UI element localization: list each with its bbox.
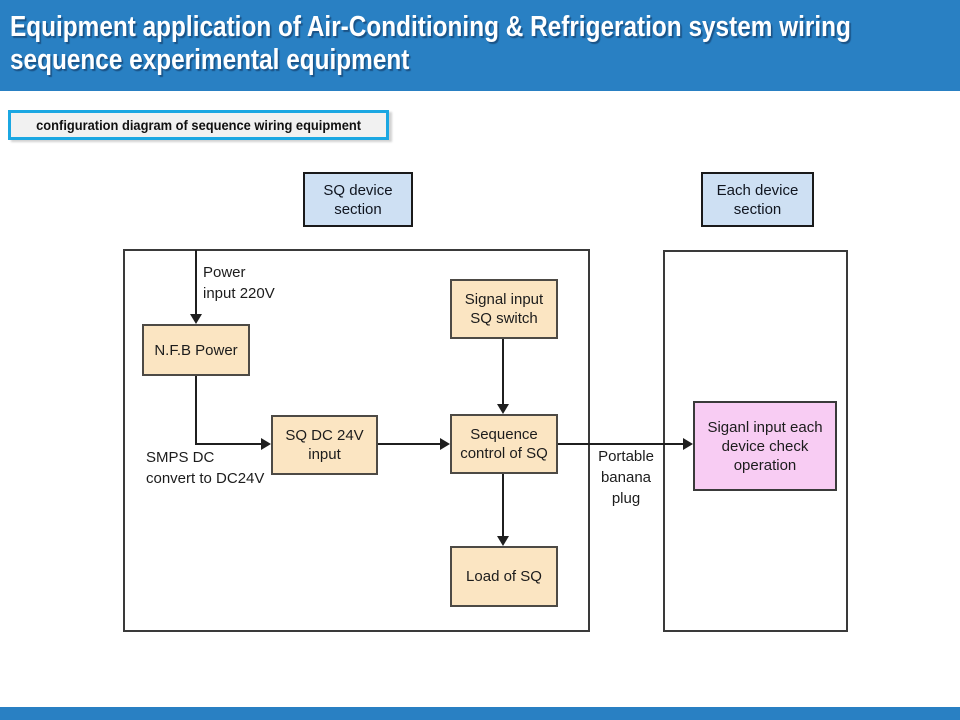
node-nfb-power: N.F.B Power: [142, 324, 250, 376]
line-signal-to-sequence: [502, 339, 504, 405]
line-nfb-down: [195, 376, 197, 444]
caption-label: configuration diagram of sequence wiring…: [36, 117, 361, 133]
line-power-to-nfb: [195, 250, 197, 316]
section-label-each-device: Each device section: [701, 172, 814, 227]
arrowhead-sequence-to-load: [497, 536, 509, 546]
section-label-sq-device: SQ device section: [303, 172, 413, 227]
caption-box: configuration diagram of sequence wiring…: [8, 110, 389, 140]
node-sq-dc-24v-input: SQ DC 24V input: [271, 415, 378, 475]
label-smps-dc-convert: SMPS DC convert to DC24V: [146, 449, 265, 487]
node-sequence-control-of-sq: Sequence control of SQ: [450, 414, 558, 474]
line-sequence-to-device-check: [557, 443, 683, 445]
each-device-section-frame: [663, 250, 848, 632]
label-portable-banana-plug: Portable banana plug: [598, 448, 654, 507]
page-title: Equipment application of Air-Conditionin…: [10, 11, 960, 77]
page-title-line2: sequence experimental equipment: [10, 44, 410, 76]
line-sequence-to-load: [502, 474, 504, 536]
node-signal-input-sq-switch: Signal input SQ switch: [450, 279, 558, 339]
header-banner: Equipment application of Air-Conditionin…: [0, 0, 960, 91]
arrowhead-sequence-to-device-check: [683, 438, 693, 450]
sq-device-section-frame: [123, 249, 590, 632]
node-load-of-sq: Load of SQ: [450, 546, 558, 607]
arrowhead-sqdc-to-sequence: [440, 438, 450, 450]
line-sqdc-to-sequence: [378, 443, 440, 445]
arrowhead-signal-to-sequence: [497, 404, 509, 414]
node-signal-input-device-check: Siganl input each device check operation: [693, 401, 837, 491]
page-title-line1: Equipment application of Air-Conditionin…: [10, 11, 851, 43]
arrowhead-power-to-nfb: [190, 314, 202, 324]
arrowhead-nfb-to-sqdc: [261, 438, 271, 450]
footer-bar: [0, 707, 960, 720]
line-nfb-to-sqdc: [195, 443, 261, 445]
label-power-input-220v: Power input 220V: [203, 264, 275, 302]
